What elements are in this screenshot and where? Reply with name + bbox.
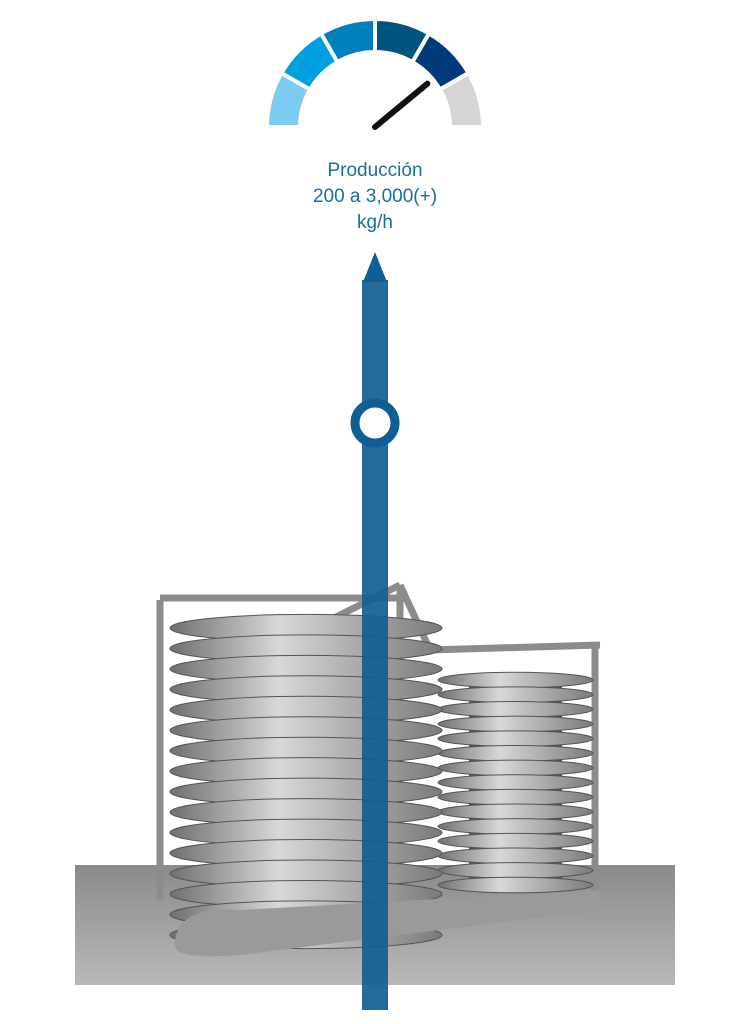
arrow-up-icon [363,252,387,282]
gauge-segment [437,70,486,129]
caption-unit: kg/h [357,212,393,233]
caption-range: 200 a 3,000(+) [312,186,438,207]
indicator-bar [362,280,388,1010]
production-gauge [264,16,486,130]
gauge-needle [372,80,431,130]
conveyor-tier [437,876,594,894]
ring-marker-icon [350,398,400,448]
caption-title: Producción [327,160,423,181]
gauge-segments [264,16,486,129]
production-caption: Producción 200 a 3,000(+) kg/h [250,158,500,236]
